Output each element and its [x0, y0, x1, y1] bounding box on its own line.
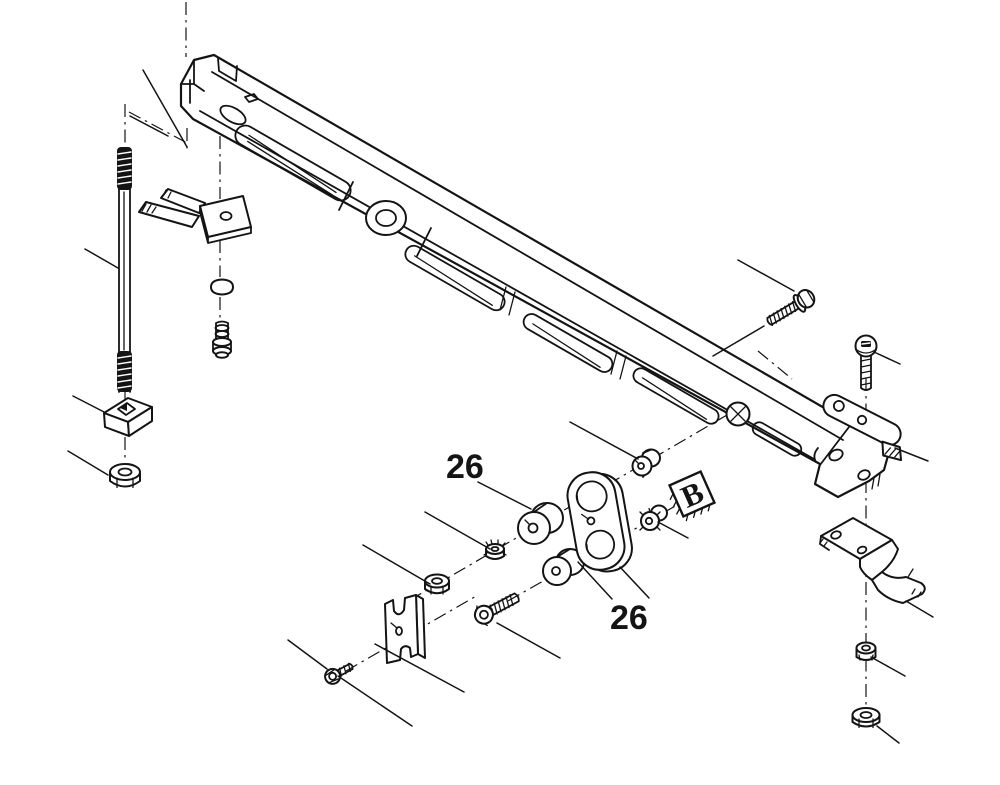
beam-slot-1 — [234, 124, 352, 202]
leader-lower-hex-nut — [876, 725, 900, 744]
leader-hex-bolt-tip — [712, 325, 765, 357]
retainer-plate — [199, 195, 252, 238]
leader-small-bolt-2 — [337, 675, 413, 727]
beam-slot-3 — [522, 313, 614, 373]
rod-hex-nut — [109, 463, 141, 489]
plate-bracket — [384, 594, 426, 664]
leader-lines — [67, 69, 934, 744]
hex-bolt — [766, 289, 816, 327]
beam-slot-2 — [404, 244, 506, 312]
link-plate — [566, 471, 633, 573]
leader-beam-pivot — [142, 69, 188, 148]
serrated-nut — [483, 539, 507, 560]
bolt-aux-axis — [757, 350, 793, 380]
beam-pivot-boss — [365, 200, 407, 236]
plate-bracket-hole — [395, 626, 403, 636]
leader-flange-lock-nut — [657, 521, 689, 539]
wedge-clip — [103, 397, 153, 437]
leader-hex-nut — [362, 544, 431, 585]
leader-beam-pivot-2 — [129, 115, 169, 137]
anchor-bracket-hole-2 — [856, 414, 868, 426]
callout-26-lower: 26 — [610, 599, 648, 637]
callout-26-upper: 26 — [446, 448, 484, 486]
leader-upper-bushing — [477, 481, 532, 510]
flange-head-bolt — [473, 592, 520, 627]
retainer-prong-lower — [138, 201, 200, 228]
beam-notch — [217, 57, 238, 82]
hex-nut — [424, 573, 450, 595]
lower-hex-nut — [851, 707, 881, 729]
leader-hex-bolt — [737, 259, 795, 292]
beam-pivot-boss-hole — [375, 209, 397, 227]
leader-button-screw — [873, 351, 901, 365]
threaded-rod — [117, 147, 132, 393]
leader-rod — [84, 248, 119, 269]
beam-slot-5 — [751, 421, 803, 457]
beam-bottom-lip — [199, 110, 815, 460]
leader-lower-bushing — [577, 561, 613, 600]
leader-spacer-nut — [569, 421, 639, 460]
beam-pivot-hook — [219, 104, 247, 126]
leader-plate-bracket — [374, 643, 465, 693]
beam-tab-edge-ticks — [871, 473, 881, 490]
beam-ribs — [499, 286, 627, 380]
beam-cross-boss-x — [730, 406, 746, 422]
beam-small-hole — [244, 93, 259, 103]
leader-flange-nut — [870, 656, 906, 677]
hook-bracket — [819, 517, 926, 604]
link-plate-front — [566, 471, 626, 571]
slotted-washer-nut — [210, 278, 234, 296]
beam-slot-4 — [632, 367, 720, 425]
small-hex-bolt — [324, 662, 354, 685]
retainer-clip-bracket — [138, 188, 252, 244]
leader-rod-nut — [67, 450, 109, 476]
lower-bushing — [542, 548, 585, 586]
beam-top-divider — [211, 71, 844, 441]
leader-small-bolt — [287, 639, 328, 670]
section-flag: B — [667, 469, 717, 522]
leader-anchor-bracket — [894, 447, 929, 462]
leader-link-plate — [619, 566, 650, 599]
main-arm-beam — [179, 53, 891, 499]
hook-bracket-hole-2 — [856, 545, 868, 555]
hook-bracket-hole-1 — [830, 530, 842, 540]
rod-to-beam-axis — [128, 111, 190, 145]
anchor-bracket — [822, 393, 903, 462]
shoulder-bolt — [212, 320, 232, 359]
leader-hook-bracket — [905, 600, 934, 618]
beam-tab-hole-1 — [828, 448, 844, 462]
beam-tab-hole-2 — [857, 469, 871, 481]
beam-end-channel — [180, 59, 205, 104]
leader-flange-bolt — [496, 622, 561, 659]
beam-tab-step — [813, 426, 850, 466]
upper-bushing — [517, 502, 564, 545]
retainer-plate-hole — [219, 211, 233, 221]
flange-lock-nut — [639, 504, 668, 531]
button-head-screw — [854, 334, 878, 391]
spacer-nut — [631, 448, 661, 478]
link-plate-hole-lower — [585, 529, 616, 560]
link-plate-pin-hole — [586, 516, 596, 526]
leader-wedge-clip — [72, 395, 107, 414]
anchor-bracket-hole-1 — [832, 400, 845, 412]
leader-serrated-nut — [424, 511, 491, 550]
